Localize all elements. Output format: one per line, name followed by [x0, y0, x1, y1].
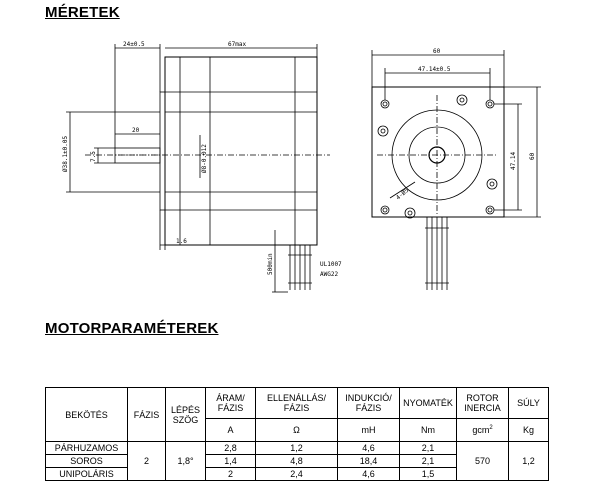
row-indukcio: 4,6 — [337, 467, 400, 481]
unit-indukcio: mH — [337, 418, 400, 442]
header-suly: SÚLY — [508, 387, 549, 419]
row-indukcio: 4,6 — [337, 441, 400, 455]
row-aram: 2 — [205, 467, 256, 481]
dim-47-side-label: 47.14 — [510, 152, 517, 170]
cell-suly: 1,2 — [508, 441, 549, 481]
row-nyomatek: 2,1 — [399, 454, 457, 468]
table-row: UNIPOLÁRIS 2 2,4 4,6 1,5 — [45, 467, 549, 481]
unit-ellenallas: Ω — [255, 418, 338, 442]
unit-suly: Kg — [508, 418, 549, 442]
dim-38-label: Ø38.1±0.05 — [62, 135, 69, 172]
header-nyomatek: NYOMATÉK — [399, 387, 457, 419]
dim-8-label: Ø8-0.012 — [201, 144, 208, 173]
header-indukcio: INDUKCIÓ/FÁZIS — [337, 387, 400, 419]
cell-fazis: 2 — [127, 441, 166, 481]
header-aram: ÁRAM/FÁZIS — [205, 387, 256, 419]
unit-rotor: gcm2 — [456, 418, 509, 442]
row-ellenallas: 4,8 — [255, 454, 338, 468]
cell-rotor-inercia: 570 — [456, 441, 509, 481]
row-nyomatek: 2,1 — [399, 441, 457, 455]
dimensions-heading: MÉRETEK — [45, 4, 120, 21]
front-view — [371, 50, 541, 290]
table-row: PÁRHUZAMOS 2 1,8° 2,8 1,2 4,6 2,1 570 1,… — [45, 441, 549, 481]
motor-dimension-drawing: 24±0.5 67max 20 Ø38.1±0.05 7.5 Ø8-0.012 … — [62, 41, 541, 293]
dim-60-top-label: 60 — [433, 48, 441, 55]
table-row: SOROS 1,4 4,8 18,4 2,1 — [45, 454, 549, 468]
row-bekotes: SOROS — [45, 454, 128, 468]
dim-24-label: 24±0.5 — [123, 41, 145, 48]
cell-lepes-szog: 1,8° — [165, 441, 206, 481]
dim-20-label: 20 — [132, 127, 140, 134]
unit-nyomatek: Nm — [399, 418, 457, 442]
row-ellenallas: 2,4 — [255, 467, 338, 481]
dim-47-top-label: 47.14±0.5 — [418, 66, 451, 73]
side-view — [66, 44, 330, 293]
row-aram: 1,4 — [205, 454, 256, 468]
header-ellenallas: ELLENÁLLÁS/FÁZIS — [255, 387, 338, 419]
parameters-heading: MOTORPARAMÉTEREK — [45, 320, 219, 337]
dim-500-label: 500min — [267, 253, 274, 275]
unit-aram: A — [205, 418, 256, 442]
row-nyomatek: 1,5 — [399, 467, 457, 481]
row-bekotes: UNIPOLÁRIS — [45, 467, 128, 481]
dim-60-side-label: 60 — [529, 152, 536, 160]
row-ellenallas: 1,2 — [255, 441, 338, 455]
dim-7-5-label: 7.5 — [90, 151, 97, 162]
row-indukcio: 18,4 — [337, 454, 400, 468]
header-bekotes: BEKÖTÉS — [45, 387, 128, 442]
row-bekotes: PÁRHUZAMOS — [45, 441, 128, 455]
dim-1-6-label: 1.6 — [176, 238, 187, 245]
wire-label-ul: UL1007 — [320, 261, 342, 268]
row-aram: 2,8 — [205, 441, 256, 455]
dim-67-label: 67max — [228, 41, 246, 48]
wire-label-awg: AWG22 — [320, 271, 338, 278]
dim-hole-label: 4-Ø5 — [395, 187, 411, 202]
header-fazis: FÁZIS — [127, 387, 166, 442]
